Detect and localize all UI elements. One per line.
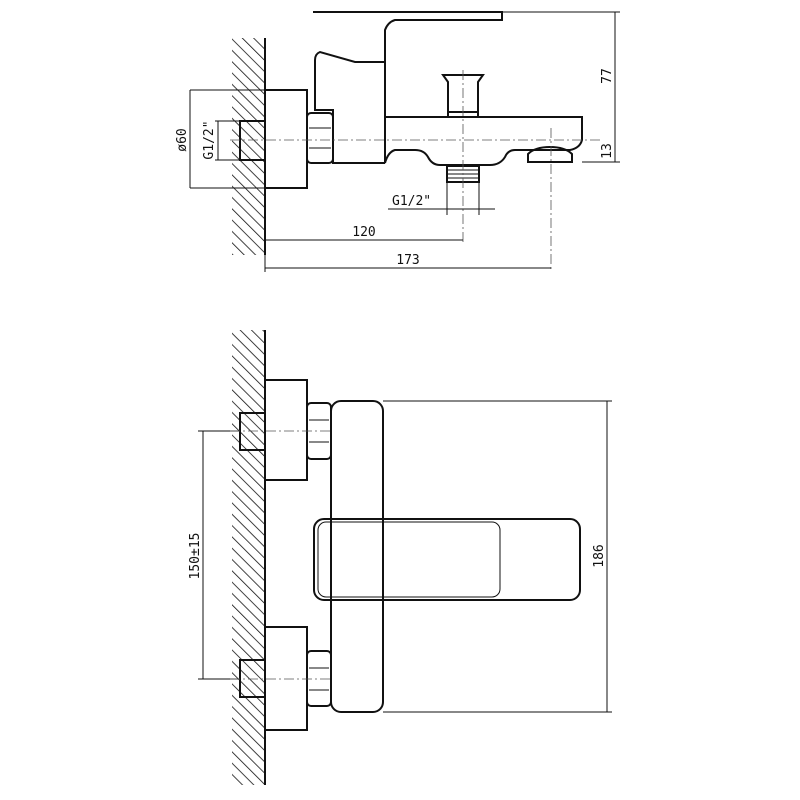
dimension-120: 120: [352, 225, 375, 240]
front-view: 186 150±15: [188, 330, 612, 785]
lever-face: [317, 521, 501, 598]
outlet-thread-label: G1/2": [392, 194, 431, 209]
wall-hatch: [232, 330, 265, 785]
dimension-173: 173: [396, 253, 419, 268]
upper-flange: [264, 379, 308, 481]
hex-nut: [306, 112, 334, 164]
lower-nut: [306, 650, 332, 707]
inlet-pipe: [239, 120, 266, 161]
inlet-thread-label: G1/2": [202, 120, 217, 159]
dimension-77: 77: [600, 68, 615, 84]
mixer-body: [330, 400, 384, 713]
wall-hatch: [232, 38, 265, 255]
dimension-13: 13: [600, 143, 615, 159]
flange-diameter-label: ø60: [175, 128, 190, 151]
dimension-150: 150±15: [188, 533, 203, 580]
lever-handle: [313, 518, 581, 601]
mixer-body: [313, 11, 503, 164]
spout: [384, 116, 583, 166]
aerator: [527, 145, 573, 163]
lower-flange: [264, 626, 308, 731]
dimension-186: 186: [592, 544, 607, 567]
flange: [264, 89, 308, 189]
side-view: ø60 G1/2" G1/2" 120 173 77 13: [175, 11, 620, 272]
